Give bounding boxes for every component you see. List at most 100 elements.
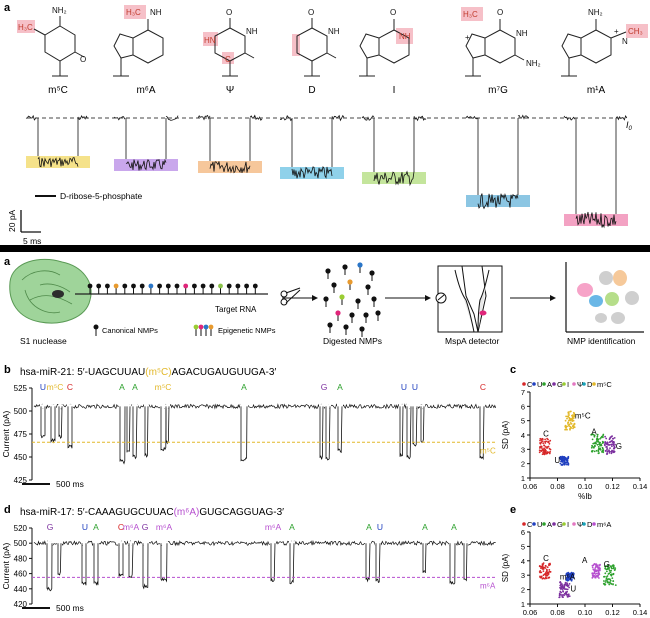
level-box-3: [280, 167, 344, 179]
chem-nh-psi: NH: [246, 27, 258, 36]
panel-b-event-gap: [144, 404, 149, 409]
panel-b-event-label: A: [132, 382, 138, 392]
panel-c-point: [611, 449, 613, 452]
panel-b-baseline: [33, 403, 497, 410]
rna-pin-head: [174, 283, 180, 289]
panel-e-point: [559, 590, 562, 593]
panel-e-point: [568, 583, 571, 585]
panel-c-xtick-label: 0.08: [550, 482, 565, 491]
panel-c-xtick-label: 0.12: [605, 482, 620, 491]
panel-c-point: [592, 433, 595, 436]
panel-c-point: [564, 419, 567, 422]
panel-e-ytick-label: 6: [521, 528, 525, 537]
panel-b-event-gap: [406, 404, 412, 409]
panel-e-point: [612, 580, 615, 582]
panel-d-ytick-label: 480: [14, 554, 28, 563]
panel-c-point: [606, 441, 609, 444]
epi-pin-head: [208, 324, 214, 330]
nmp-head: [325, 268, 331, 274]
nmp-head: [369, 270, 375, 276]
rna-pin-head: [218, 283, 223, 289]
trace-blocked-6: [575, 211, 617, 229]
panel-e-point: [558, 596, 561, 599]
panel-e-point: [597, 573, 600, 575]
trace-blocked-4: [373, 170, 415, 187]
rna-pin-head: [87, 283, 93, 289]
panel-c-point: [599, 441, 601, 444]
chemical-structures: [17, 5, 648, 77]
panel-c-point: [559, 456, 562, 458]
rna-pin-head: [157, 283, 163, 289]
panel-b-scalebar-label: 500 ms: [56, 479, 84, 489]
panel-c-legend-label: C: [527, 380, 533, 389]
panel-c-point: [546, 451, 549, 454]
panel-e-point: [543, 573, 546, 576]
panel-c-legend-dot: [582, 382, 586, 386]
epi-pin-head: [203, 324, 209, 330]
panel-d-event-label: m⁶A: [123, 522, 140, 532]
panel-c-point: [606, 452, 609, 454]
panel-d-ytick-label: 520: [14, 524, 28, 533]
panel-b-event: [144, 406, 149, 458]
panel-c-point: [566, 425, 568, 428]
panel-c-legend-label: Ψ: [577, 380, 583, 389]
panel-e-point: [562, 593, 564, 596]
panel-b-event: [132, 406, 138, 460]
panel-b-event-label: U: [412, 382, 418, 392]
panel-c-point: [540, 447, 543, 449]
panel-c-ytick-label: 6: [521, 402, 525, 411]
panel-e-point: [565, 591, 568, 594]
panel-d-ytick-label: 500: [14, 539, 28, 548]
panel-e-point: [568, 586, 570, 589]
panel-e-point: [611, 577, 614, 579]
nmp-head: [331, 282, 337, 288]
panel-c-point: [544, 440, 546, 443]
panel-e-point: [546, 572, 549, 575]
nmp-head: [342, 264, 348, 270]
panel-e-point: [548, 569, 551, 571]
panel-d-event: [93, 543, 99, 586]
panel-c-point: [538, 449, 541, 452]
nmp-head: [357, 262, 363, 268]
panel-e-point: [560, 593, 562, 596]
panel-b-event-gap: [40, 404, 46, 409]
panel-b-sequence: hsa-miR-21: 5′-UAGCUUAU(m⁵C)AGACUGAUGUUG…: [20, 367, 276, 378]
panel-b-event: [319, 406, 324, 460]
panel-d-event-label: A: [366, 522, 372, 532]
panel-d-event: [375, 543, 381, 583]
panel-c-point: [548, 442, 551, 445]
panel-letter-a: a: [4, 256, 11, 268]
mod-name-5: m⁷G: [488, 85, 508, 96]
rna-pin-head: [235, 283, 241, 289]
panel-e-point: [599, 563, 601, 566]
panel-c-point: [566, 415, 569, 418]
nmp-head: [339, 294, 345, 300]
panel-e-point: [604, 584, 606, 586]
panel-e-point: [604, 572, 607, 575]
panel-c-legend-dot: [522, 382, 526, 386]
panel-c-point: [609, 447, 611, 449]
panel-c-point: [546, 447, 549, 449]
panel-c-point: [604, 435, 606, 438]
structure-psi: [203, 18, 255, 77]
nmp-head: [363, 312, 369, 318]
panel-c-point: [563, 463, 566, 466]
panel-e-ytick-label: 2: [521, 586, 525, 595]
trace-blocked-5: [477, 192, 519, 210]
panel-d-event-label: A: [451, 522, 457, 532]
panel-b-event-label: A: [337, 382, 343, 392]
panel-d-event: [463, 543, 468, 582]
panel-e-point: [547, 576, 550, 579]
digested-label: Digested NMPs: [323, 336, 382, 346]
panel-c-ytick-label: 2: [521, 460, 525, 469]
panel-e-legend-dot: [562, 522, 566, 526]
panel-c-point: [567, 412, 570, 415]
panel-e-point: [602, 582, 605, 585]
panel-e-legend-label: Ψ: [577, 520, 583, 529]
panel-b-event-gap: [58, 404, 63, 409]
panel-c-point: [597, 438, 599, 441]
panel-e-point: [592, 564, 595, 567]
panel-e-point: [564, 581, 567, 584]
panel-d-event: [422, 543, 427, 574]
panel-e-point: [570, 578, 573, 581]
